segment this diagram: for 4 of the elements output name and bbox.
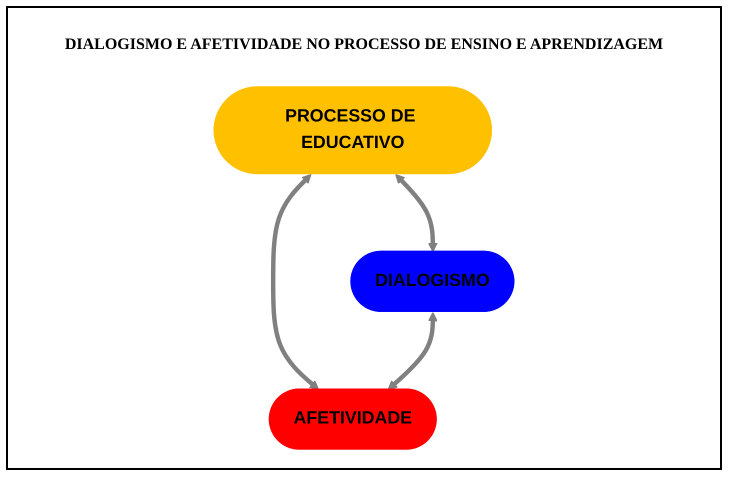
arrow bbox=[388, 312, 438, 390]
arrow bbox=[395, 174, 438, 252]
arrow bbox=[270, 174, 320, 390]
diagram-title: DIALOGISMO E AFETIVIDADE NO PROCESSO DE ENSINO E APRENDIZAGEM bbox=[64, 36, 664, 54]
